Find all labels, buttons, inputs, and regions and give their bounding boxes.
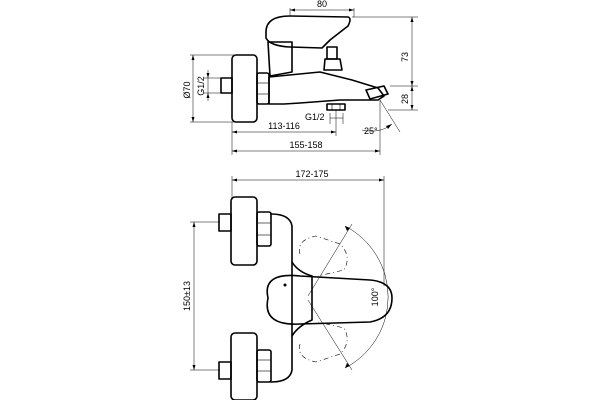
lower-connector — [218, 361, 232, 380]
dim-angle-100: 100° — [370, 287, 380, 306]
mixer-body — [268, 71, 385, 105]
lower-flange — [230, 332, 258, 401]
lever-handle-front — [266, 274, 393, 325]
lever-handle — [265, 15, 351, 49]
front-view: 172-175 100° 150±13 — [182, 169, 393, 401]
dim-angle-25: 25° — [364, 126, 378, 136]
wall-flange — [231, 54, 258, 123]
handle-dot — [283, 283, 287, 287]
lower-nut — [256, 349, 272, 383]
dim-reach-113: 113-116 — [268, 121, 300, 131]
dim-height-73: 73 — [400, 52, 410, 62]
side-view: 80 73 28 Ø70 G1/2 G1/2 25° — [182, 0, 418, 155]
bottom-outlet — [326, 103, 346, 111]
dim-thread-left: G1/2 — [196, 76, 206, 96]
angle-arc — [344, 225, 389, 369]
upper-nut — [256, 211, 272, 247]
spout-aerator — [365, 85, 389, 100]
mixer-body-front — [270, 213, 313, 383]
diverter-knob — [326, 46, 338, 60]
dim-centers-150: 150±13 — [182, 281, 192, 311]
hex-nut — [256, 72, 270, 105]
upper-flange — [230, 196, 258, 266]
handle-rotated-upper — [299, 235, 348, 277]
dim-top-width: 80 — [317, 0, 327, 9]
dim-diameter: Ø70 — [182, 81, 192, 98]
dim-width-172: 172-175 — [295, 169, 328, 179]
handle-rotated-lower — [299, 321, 348, 363]
connector-thread — [220, 77, 233, 94]
dim-reach-155: 155-158 — [289, 140, 322, 150]
dim-thread-bottom: G1/2 — [305, 112, 325, 122]
upper-connector — [218, 213, 232, 232]
handle-neck — [267, 41, 293, 77]
dim-height-28: 28 — [400, 94, 410, 104]
